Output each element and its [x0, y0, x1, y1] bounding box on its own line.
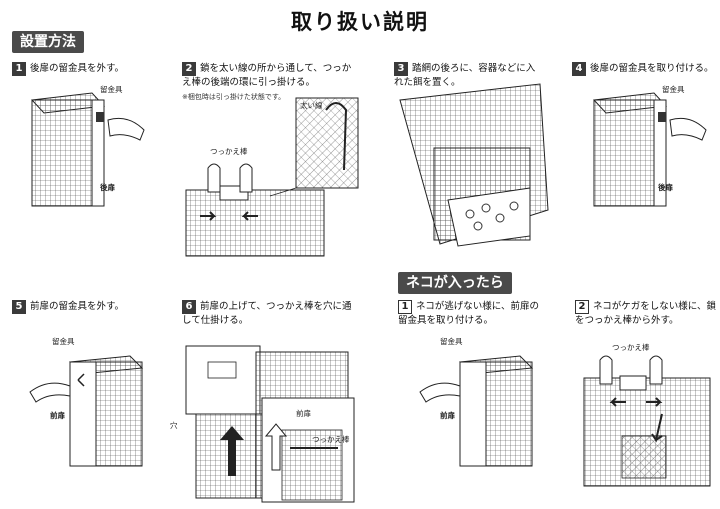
step-4: 4 後扉の留金具を取り付ける。 [572, 62, 717, 76]
label-latch-1: 留金具 [100, 85, 123, 94]
label-stick-2: つっかえ棒 [210, 147, 248, 156]
label-front-door-cat-1: 前扉 [440, 411, 455, 420]
cage-back-illustration-1 [30, 92, 145, 207]
step-text: 後扉の留金具を外す。 [30, 63, 125, 74]
step-text: 鎖を太い線の所から通して、つっかえ棒の後端の環に引っ掛ける。 [182, 63, 352, 88]
label-latch-5: 留金具 [52, 337, 75, 346]
cat-front-illustration-1 [419, 355, 534, 467]
cage-door-illustration-6 [185, 345, 355, 503]
step-text: ネコが逃げない様に、前扉の留金具を取り付ける。 [398, 301, 540, 326]
step-1: 1 後扉の留金具を外す。 [12, 62, 177, 76]
label-thick-line-2: 太い線 [300, 101, 323, 110]
label-stick-6: つっかえ棒 [312, 435, 350, 444]
step-number: 4 [572, 62, 586, 76]
step-note: ※梱包時は引っ掛けた状態です。 [182, 93, 286, 101]
step-number: 3 [394, 62, 408, 76]
section-setup-badge: 設置方法 [12, 31, 84, 53]
step-number: 1 [12, 62, 26, 76]
section-cat-badge: ネコが入ったら [398, 272, 512, 294]
label-latch-4: 留金具 [662, 85, 685, 94]
cat-top-illustration-2 [583, 355, 711, 487]
cage-front-illustration-3 [399, 83, 549, 247]
label-stick-cat-2: つっかえ棒 [612, 343, 650, 352]
label-front-door-5: 前扉 [50, 411, 65, 420]
cage-front-illustration-5 [29, 355, 144, 467]
label-back-door-4: 後扉 [658, 183, 673, 192]
label-back-door-1: 後扉 [100, 183, 115, 192]
step-number: 6 [182, 300, 196, 314]
step-text: 前扉の上げて、つっかえ棒を穴に通して仕掛ける。 [182, 301, 352, 326]
label-latch-cat-1: 留金具 [440, 337, 463, 346]
cage-top-illustration-2 [185, 97, 359, 257]
step-text: ネコがケガをしない様に、鎖をつっかえ棒から外す。 [575, 301, 717, 326]
label-hole-6: 穴 [170, 421, 178, 430]
step-text: 踏網の後ろに、容器などに入れた餌を置く。 [394, 63, 536, 88]
step-text: 後扉の留金具を取り付ける。 [590, 63, 714, 74]
label-front-door-6: 前扉 [296, 409, 311, 418]
cage-back-illustration-4 [592, 92, 707, 207]
step-text: 前扉の留金具を外す。 [30, 301, 125, 312]
page-title: 取り扱い説明 [291, 10, 429, 34]
step-5: 5 前扉の留金具を外す。 [12, 300, 172, 314]
step-number: 2 [182, 62, 196, 76]
step-number: 5 [12, 300, 26, 314]
